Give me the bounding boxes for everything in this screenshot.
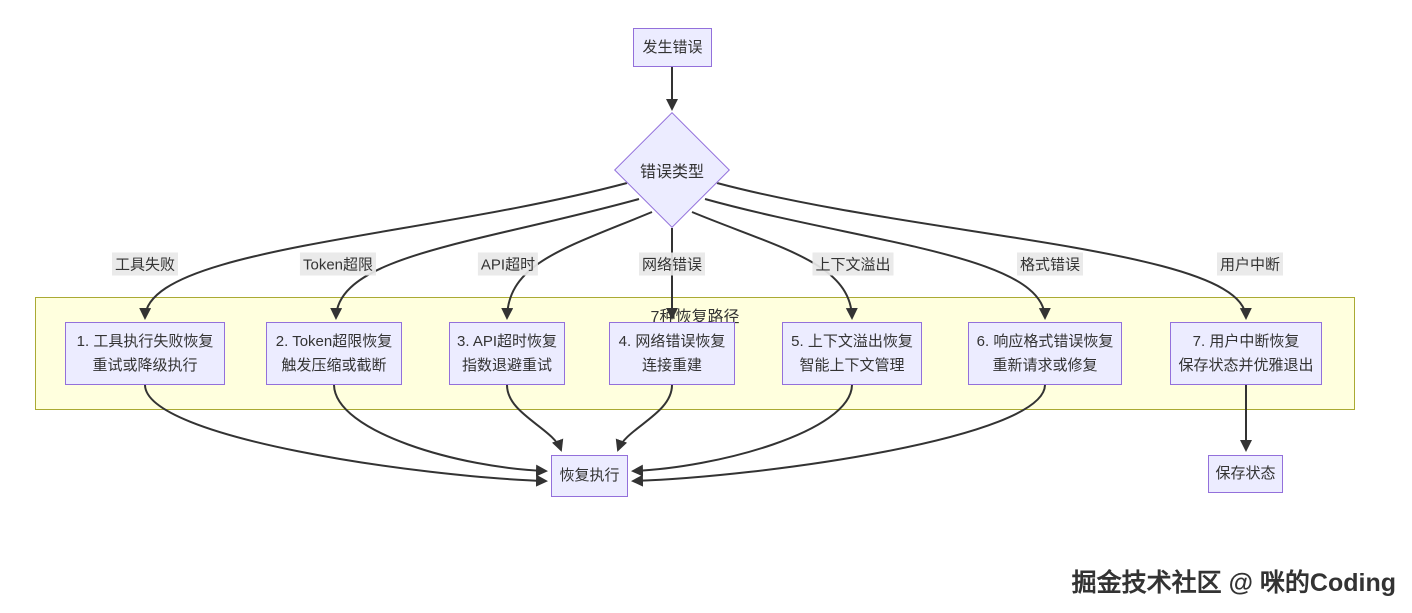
edge-label-context-overflow: 上下文溢出 bbox=[812, 252, 894, 276]
node-recovery-4-title: 4. 网络错误恢复 bbox=[618, 332, 726, 350]
node-recovery-6: 6. 响应格式错误恢复 重新请求或修复 bbox=[968, 322, 1122, 385]
node-recovery-7: 7. 用户中断恢复 保存状态并优雅退出 bbox=[1170, 322, 1322, 385]
edge-branch-2 bbox=[330, 198, 640, 320]
node-error-type: 错误类型 bbox=[639, 164, 705, 181]
node-recovery-2-detail: 触发压缩或截断 bbox=[281, 356, 387, 374]
node-recovery-6-detail: 重新请求或修复 bbox=[992, 356, 1098, 374]
node-recovery-4-detail: 连接重建 bbox=[641, 356, 702, 374]
node-recovery-5-detail: 智能上下文管理 bbox=[799, 356, 905, 374]
node-recovery-7-detail: 保存状态并优雅退出 bbox=[1178, 356, 1314, 374]
node-recovery-1-title: 1. 工具执行失败恢复 bbox=[76, 332, 214, 350]
edge-branch-1 bbox=[139, 182, 628, 320]
edge-recovery-5-to-resume bbox=[631, 384, 853, 477]
node-save-state: 保存状态 bbox=[1208, 455, 1283, 493]
node-recovery-6-title: 6. 响应格式错误恢复 bbox=[976, 332, 1114, 350]
node-resume-execution: 恢复执行 bbox=[551, 455, 628, 497]
edge-branch-6 bbox=[704, 198, 1051, 320]
node-recovery-5-title: 5. 上下文溢出恢复 bbox=[791, 332, 913, 350]
node-recovery-3: 3. API超时恢复 指数退避重试 bbox=[449, 322, 565, 385]
edge-label-api-timeout: API超时 bbox=[477, 252, 539, 276]
edge-recovery-3-to-resume bbox=[506, 384, 564, 452]
edge-label-token-limit: Token超限 bbox=[299, 252, 377, 276]
edge-label-format-error: 格式错误 bbox=[1016, 252, 1084, 276]
node-recovery-1: 1. 工具执行失败恢复 重试或降级执行 bbox=[65, 322, 225, 385]
node-recovery-3-detail: 指数退避重试 bbox=[461, 356, 552, 374]
node-recovery-3-title: 3. API超时恢复 bbox=[456, 332, 558, 350]
node-recovery-1-detail: 重试或降级执行 bbox=[92, 356, 198, 374]
watermark: 掘金技术社区 @ 咪的Coding bbox=[1071, 569, 1396, 597]
edge-recovery-1-to-resume bbox=[144, 384, 548, 487]
edge-branch-5 bbox=[691, 211, 858, 320]
edge-label-network-error: 网络错误 bbox=[638, 252, 706, 276]
edge-recovery-4-to-resume bbox=[615, 384, 673, 452]
edge-branch-3 bbox=[501, 211, 653, 320]
edge-label-tool-failure: 工具失败 bbox=[111, 252, 179, 276]
edge-recovery-2-to-resume bbox=[333, 384, 548, 477]
node-recovery-4: 4. 网络错误恢复 连接重建 bbox=[609, 322, 735, 385]
node-error-occurred: 发生错误 bbox=[633, 28, 712, 67]
node-recovery-7-title: 7. 用户中断恢复 bbox=[1192, 332, 1300, 350]
edge-label-user-interrupt: 用户中断 bbox=[1216, 252, 1284, 276]
edge-branch-7 bbox=[716, 182, 1252, 320]
edge-recovery-6-to-resume bbox=[631, 384, 1046, 487]
node-recovery-2: 2. Token超限恢复 触发压缩或截断 bbox=[266, 322, 402, 385]
node-recovery-5: 5. 上下文溢出恢复 智能上下文管理 bbox=[782, 322, 922, 385]
node-recovery-2-title: 2. Token超限恢复 bbox=[275, 332, 393, 350]
